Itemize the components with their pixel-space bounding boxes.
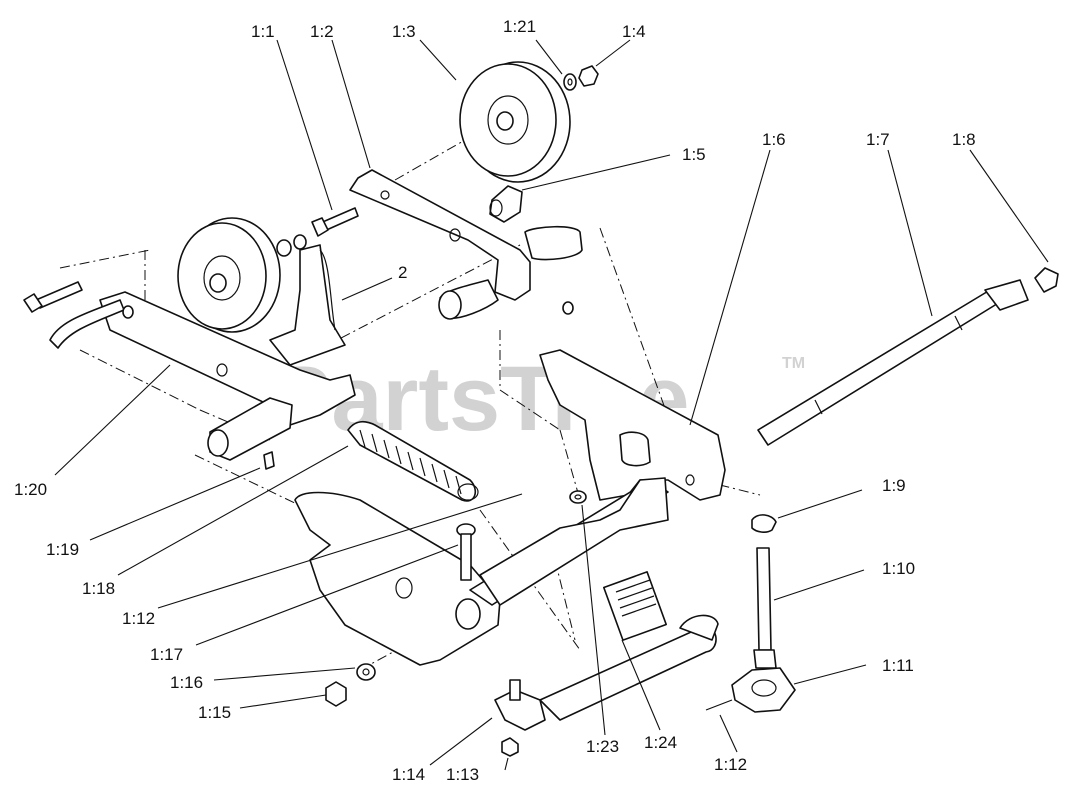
callout-1-21: 1:21 (503, 17, 536, 36)
callout-1-19: 1:19 (46, 540, 79, 559)
bolt-lower-left (23, 281, 83, 313)
callout-1-18: 1:18 (82, 579, 115, 598)
callout-1-7: 1:7 (866, 130, 890, 149)
callout-1-9: 1:9 (882, 476, 906, 495)
callout-1-12b: 1:12 (714, 755, 747, 774)
belt-guide (269, 244, 346, 366)
washer-and-nut (563, 65, 599, 91)
callout-1-14: 1:14 (392, 765, 425, 784)
watermark-tm: TM (782, 355, 805, 372)
callout-1-16: 1:16 (170, 673, 203, 692)
main-plate (294, 477, 669, 666)
extension-spring (347, 420, 479, 502)
bolt-upper (276, 207, 359, 257)
callout-1-1: 1:1 (251, 22, 275, 41)
callout-1-5: 1:5 (682, 145, 706, 164)
idler-arm (49, 291, 356, 461)
cotter-pin (705, 699, 733, 711)
lower-link-rod (494, 614, 719, 757)
callout-1-3: 1:3 (392, 22, 416, 41)
height-shaft (751, 514, 777, 669)
upper-idler-pulley (459, 61, 571, 183)
callout-1-24: 1:24 (644, 733, 677, 752)
callout-1-4: 1:4 (622, 22, 646, 41)
adjust-knob (731, 667, 796, 713)
long-rod (757, 267, 1059, 446)
spacer-bushing (489, 185, 523, 223)
grease-fitting (263, 301, 574, 470)
callout-1-10: 1:10 (882, 559, 915, 578)
callout-2: 2 (398, 263, 407, 282)
lower-washer-nut (325, 663, 376, 707)
callout-1-2: 1:2 (310, 22, 334, 41)
callout-1-6: 1:6 (762, 130, 786, 149)
callout-1-8: 1:8 (952, 130, 976, 149)
callout-1-17: 1:17 (150, 645, 183, 664)
idler-arm-bracket (349, 169, 583, 320)
pin-washer (569, 490, 587, 504)
callout-1-20: 1:20 (14, 480, 47, 499)
callout-1-23: 1:23 (586, 737, 619, 756)
callout-1-15: 1:15 (198, 703, 231, 722)
callout-1-11: 1:11 (882, 656, 914, 675)
callout-labels: 1:1 1:2 1:3 1:21 1:4 1:5 1:6 1:7 1:8 2 1… (14, 17, 976, 784)
leader-lines (54, 39, 1049, 771)
bolt-vertical (456, 523, 476, 581)
lower-idler-pulley (177, 217, 281, 333)
callout-1-13: 1:13 (446, 765, 479, 784)
watermark: PartsTree TM (270, 348, 805, 450)
callout-1-12a: 1:12 (122, 609, 155, 628)
